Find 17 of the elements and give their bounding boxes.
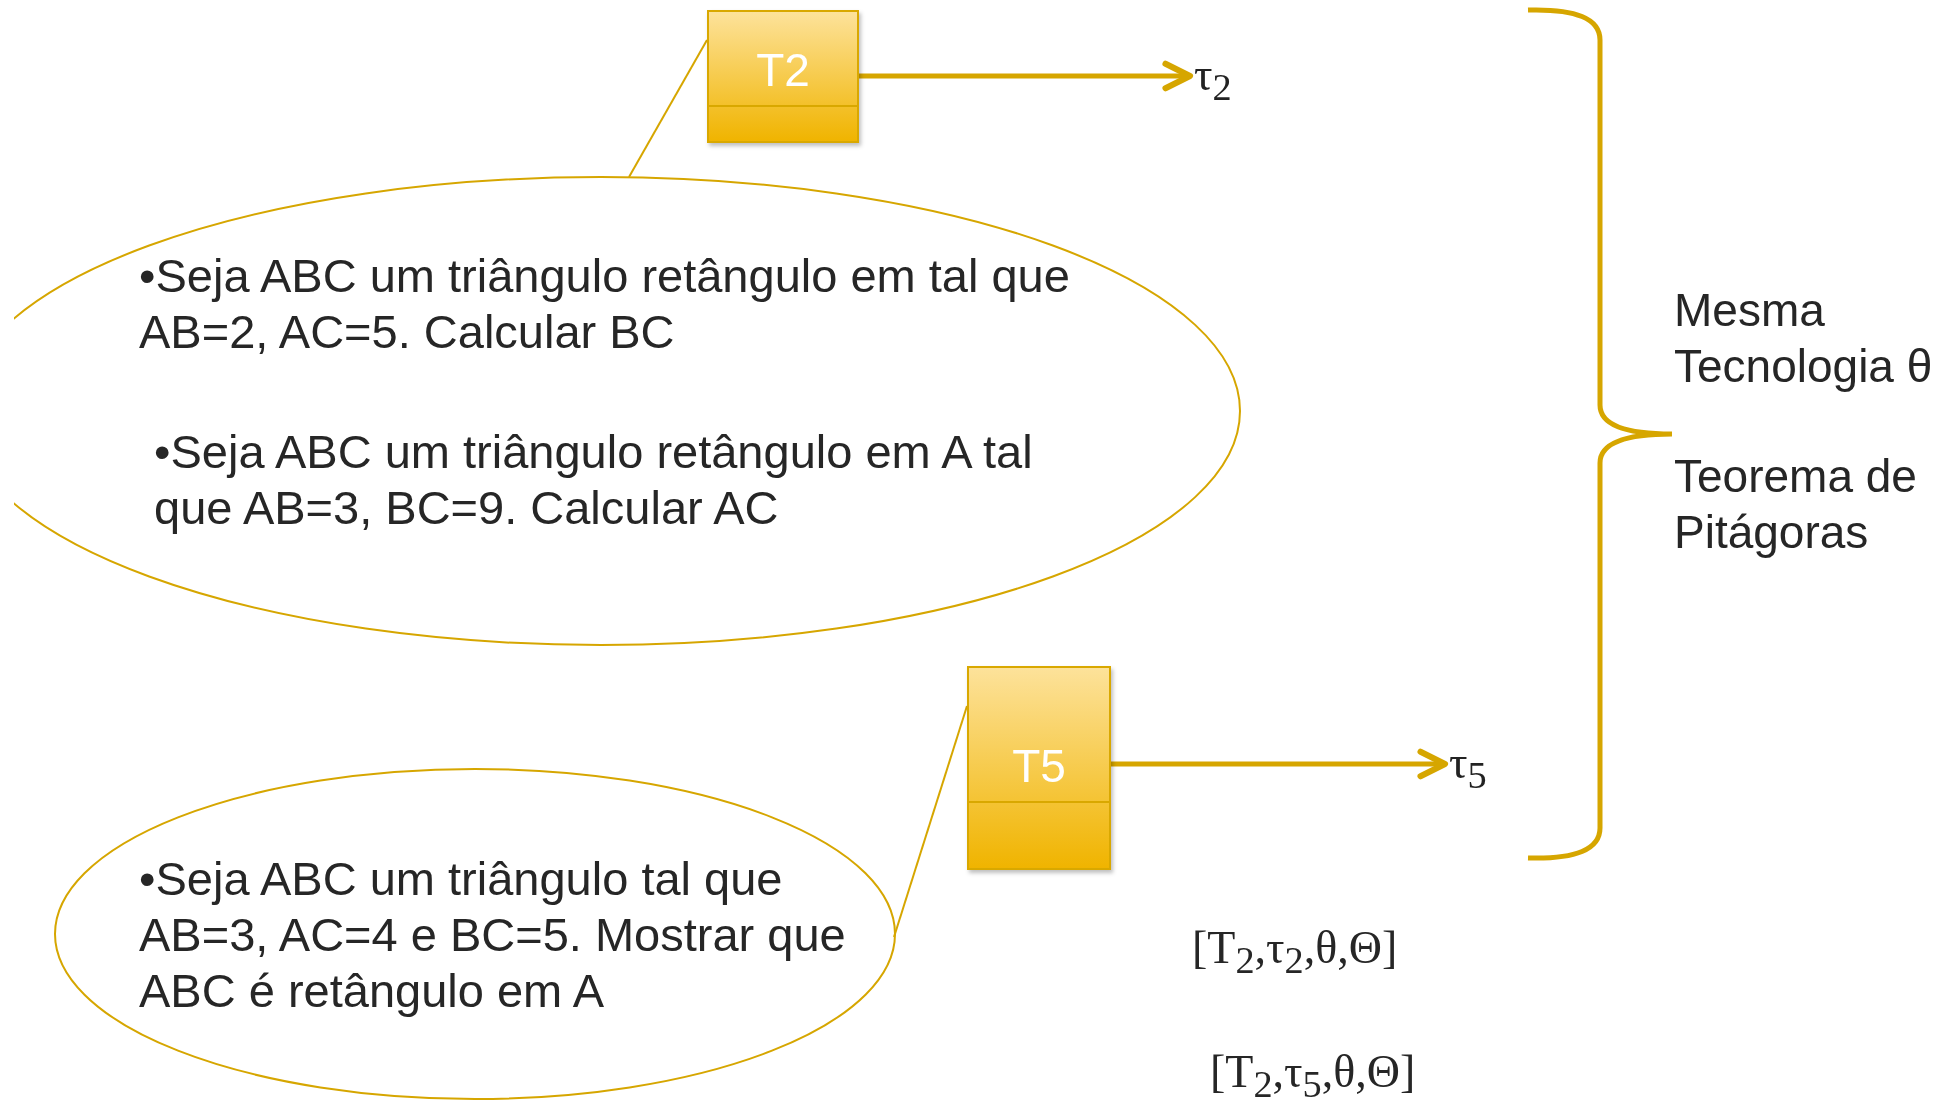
problem-text: •Seja ABC um triângulo tal que AB=3, AC=4 e BC=5. Mostrar que ABC é retângulo em A bbox=[139, 851, 847, 1019]
leader-line bbox=[893, 705, 968, 938]
task-label: T5 bbox=[1012, 743, 1066, 789]
tau-symbol: τ$_{2}$ bbox=[1194, 52, 1264, 108]
tuple-notation: [T$_{2}$,τ$_{2}$,θ,Θ] bbox=[1192, 921, 1399, 984]
arrow bbox=[1111, 748, 1449, 780]
arrow bbox=[859, 60, 1194, 92]
task-box bbox=[967, 666, 1111, 870]
task-box bbox=[707, 10, 859, 143]
brace-label: Mesma Tecnologia θ bbox=[1674, 283, 1934, 394]
task-label: T2 bbox=[756, 47, 810, 93]
problem-text: •Seja ABC um triângulo retângulo em A tal que AB=3, BC=9. Calcular AC bbox=[154, 424, 1034, 536]
brace-label: Teorema de Pitágoras bbox=[1674, 449, 1918, 560]
tuple-notation: [T$_{2}$,τ$_{5}$,θ,Θ] bbox=[1210, 1045, 1417, 1103]
problem-text: •Seja ABC um triângulo retângulo em tal que AB=2, AC=5. Calcular BC bbox=[139, 248, 1071, 360]
tau-symbol: τ$_{5}$ bbox=[1449, 740, 1519, 796]
leader-line bbox=[628, 39, 708, 178]
